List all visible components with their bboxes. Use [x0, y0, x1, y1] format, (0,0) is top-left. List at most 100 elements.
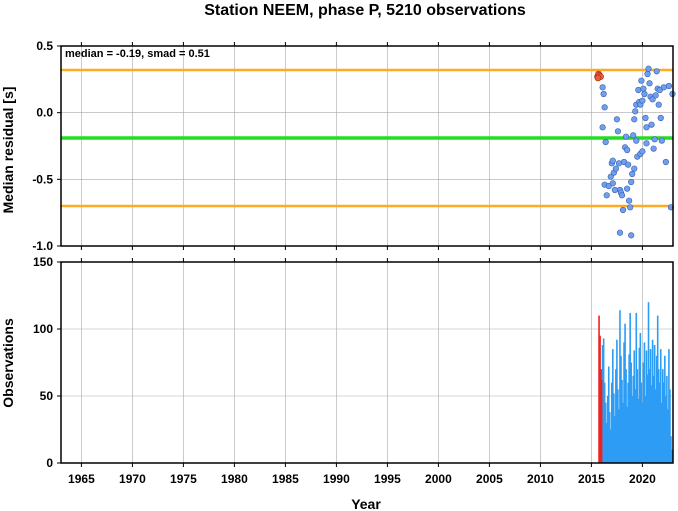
- residual-point: [600, 90, 607, 98]
- y-tick-label: 150: [33, 255, 53, 269]
- residual-point: [653, 68, 660, 75]
- residual-point: [625, 161, 632, 168]
- observation-bar: [665, 396, 667, 463]
- residual-point: [628, 232, 635, 239]
- observation-bar: [606, 396, 609, 463]
- observation-bar: [620, 355, 622, 463]
- observation-bar: [621, 379, 623, 463]
- residual-point: [627, 204, 634, 211]
- observation-bar: [642, 362, 645, 463]
- observation-bar: [644, 396, 647, 463]
- observation-bar: [653, 345, 656, 463]
- plot-frame: [60, 261, 674, 464]
- residual-point: [609, 180, 616, 187]
- observation-bar: [604, 402, 607, 463]
- residual-point: [651, 136, 658, 143]
- observation-bar: [654, 389, 657, 463]
- residual-point: [648, 121, 655, 128]
- residual-point: [626, 197, 633, 204]
- observation-bar: [611, 382, 613, 463]
- observation-bar: [607, 366, 610, 463]
- observation-bar: [669, 389, 671, 463]
- x-tick-label: 1990: [323, 472, 350, 486]
- observation-bar: [630, 362, 632, 463]
- residual-point: [618, 192, 626, 199]
- residual-point: [619, 206, 627, 214]
- observation-bar: [656, 315, 659, 463]
- residual-point: [650, 145, 657, 152]
- y-tick-label: 100: [33, 322, 53, 336]
- observation-bar: [635, 312, 638, 463]
- residual-point: [643, 140, 650, 147]
- residual-point: [616, 229, 624, 236]
- observation-bar: [671, 449, 673, 463]
- observation-bar: [614, 416, 616, 463]
- observation-bar: [647, 302, 650, 463]
- observation-bar: [603, 382, 606, 463]
- chart-title: Station NEEM, phase P, 5210 observations: [204, 2, 526, 19]
- observation-bar-outlier: [598, 315, 600, 463]
- observation-bar: [609, 429, 612, 463]
- y-tick-label: 0.5: [36, 39, 53, 53]
- residual-point: [623, 146, 631, 154]
- x-tick-label: 2000: [425, 472, 452, 486]
- residual-point: [639, 148, 646, 155]
- observation-bar: [625, 369, 627, 463]
- observation-bar: [636, 369, 639, 463]
- residual-point: [601, 104, 608, 111]
- observation-bar: [662, 369, 664, 463]
- observation-bar: [655, 355, 658, 463]
- residual-point: [662, 158, 669, 166]
- y-tick-label: 0.0: [36, 106, 53, 120]
- observation-bar: [615, 369, 617, 463]
- observation-bar-outlier: [599, 335, 601, 463]
- residual-point: [602, 138, 609, 146]
- y-tick-label: -1.0: [32, 239, 53, 253]
- residual-point: [622, 133, 630, 140]
- x-tick-label: 2010: [527, 472, 554, 486]
- observation-bar: [613, 393, 615, 463]
- x-tick-label: 1965: [68, 472, 95, 486]
- residual-point: [628, 178, 635, 186]
- observation-bar: [622, 402, 624, 463]
- residual-panel: -1.0 -0.5 0.0 0.5: [32, 39, 676, 253]
- x-tick-label: 1995: [374, 472, 401, 486]
- observation-bar: [660, 402, 663, 463]
- observation-bar: [664, 355, 666, 463]
- observation-bar: [641, 402, 644, 463]
- x-tick-label: 2005: [476, 472, 503, 486]
- residual-point: [641, 90, 648, 98]
- residual-point-outlier: [594, 74, 602, 82]
- x-tick-label: 1985: [272, 472, 299, 486]
- residual-point: [609, 157, 616, 164]
- observation-bar: [663, 382, 665, 463]
- observation-bar: [624, 323, 626, 463]
- x-tick-label: 1980: [221, 472, 248, 486]
- observation-bar: [650, 385, 653, 463]
- residual-point: [631, 116, 638, 123]
- observation-bar: [657, 369, 660, 463]
- y-tick-label: -0.5: [32, 172, 53, 186]
- observation-bar: [633, 350, 636, 463]
- observation-bar: [631, 396, 633, 463]
- residual-point: [646, 80, 653, 87]
- observation-bar: [634, 389, 637, 463]
- observation-bar: [645, 350, 648, 463]
- observation-bar: [617, 389, 619, 463]
- residual-point: [644, 70, 651, 78]
- observation-bar: [618, 409, 620, 463]
- observation-bar-outlier: [600, 379, 603, 463]
- residual-point: [615, 160, 623, 167]
- residual-point: [642, 114, 649, 122]
- x-tick-label: 1970: [119, 472, 146, 486]
- residual-point: [638, 77, 645, 84]
- observation-bar: [616, 339, 618, 463]
- residual-point: [660, 84, 667, 91]
- bottom-y-axis-label: Observations: [0, 318, 16, 408]
- residual-point: [623, 185, 631, 192]
- observation-bar: [612, 349, 614, 463]
- observation-bar: [659, 349, 662, 463]
